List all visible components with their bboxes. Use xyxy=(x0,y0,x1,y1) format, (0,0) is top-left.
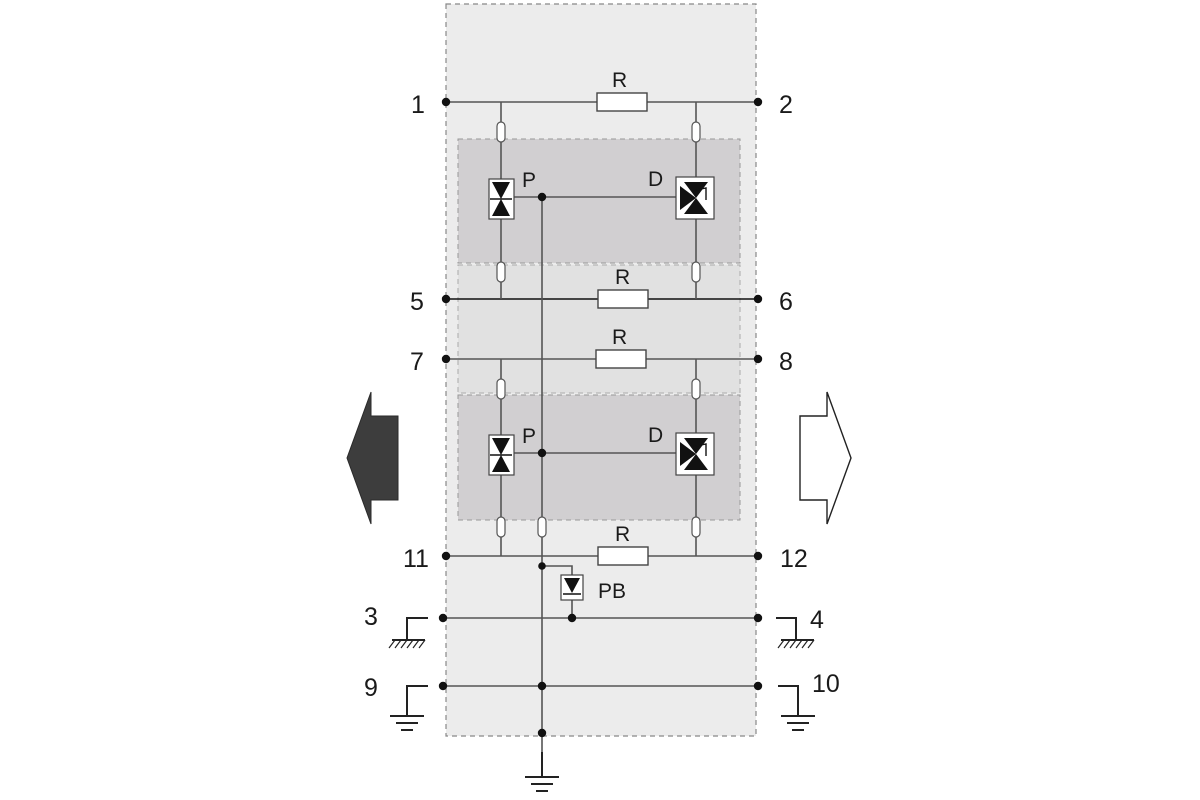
resistor-label-top: R xyxy=(612,69,627,92)
pb-diode-icon xyxy=(560,574,584,601)
terminal-dot-3 xyxy=(438,613,448,623)
terminal-dot-10 xyxy=(753,681,763,691)
resistor-5-6 xyxy=(597,289,649,309)
terminal-label-3: 3 xyxy=(364,603,378,631)
terminal-label-8: 8 xyxy=(779,348,793,376)
pin xyxy=(496,121,506,143)
p-diode-lower-icon xyxy=(488,434,515,476)
earth-ground-icon xyxy=(525,752,559,792)
junction-p-lower xyxy=(537,448,547,458)
terminal-label-6: 6 xyxy=(779,288,793,316)
resistor-label-5-6: R xyxy=(615,266,630,289)
terminal-label-7: 7 xyxy=(410,348,424,376)
terminal-label-5: 5 xyxy=(410,288,424,316)
resistor-bottom xyxy=(597,546,649,566)
pin xyxy=(537,516,547,538)
junction-dots xyxy=(438,97,763,738)
terminal-label-4: 4 xyxy=(810,606,824,634)
junction-pb xyxy=(538,562,546,570)
terminal-label-12: 12 xyxy=(780,545,808,573)
terminal-dot-6 xyxy=(753,294,763,304)
terminal-dot-2 xyxy=(753,97,763,107)
terminal-dot-1 xyxy=(441,97,451,107)
terminal-label-9: 9 xyxy=(364,674,378,702)
junction-bus-9-10 xyxy=(537,681,547,691)
d-diode-upper-icon xyxy=(675,176,715,220)
junction-p-upper xyxy=(537,192,547,202)
junction-bus-bottom xyxy=(537,728,547,738)
resistor-label-bottom: R xyxy=(615,523,630,546)
terminal-dot-8 xyxy=(753,354,763,364)
earth-ground-icon xyxy=(778,685,815,731)
terminal-label-11: 11 xyxy=(403,545,429,573)
pin xyxy=(691,516,701,538)
terminal-dot-12 xyxy=(753,551,763,561)
pin xyxy=(496,261,506,283)
wire-pb-branch xyxy=(542,565,573,578)
contact-pins xyxy=(496,121,701,538)
pin xyxy=(691,261,701,283)
pin xyxy=(496,516,506,538)
terminal-label-2: 2 xyxy=(779,91,793,119)
p-diode-upper-icon xyxy=(488,178,515,220)
terminal-dot-4 xyxy=(753,613,763,623)
earth-ground-icon xyxy=(390,685,428,731)
d-label-upper: D xyxy=(648,168,663,191)
pin xyxy=(691,378,701,400)
chassis-ground-icon xyxy=(388,617,428,649)
terminal-dot-5 xyxy=(441,294,451,304)
arrow-left-filled-icon xyxy=(346,391,399,525)
terminal-label-1: 1 xyxy=(411,91,425,119)
p-label-upper: P xyxy=(522,169,536,192)
pb-label: PB xyxy=(598,580,626,603)
resistor-7-8 xyxy=(595,349,647,369)
p-label-lower: P xyxy=(522,425,536,448)
terminal-dot-7 xyxy=(441,354,451,364)
resistor-top xyxy=(596,92,648,112)
resistor-label-7-8: R xyxy=(612,326,627,349)
d-label-lower: D xyxy=(648,424,663,447)
chassis-ground-icon xyxy=(776,617,815,649)
terminal-dot-11 xyxy=(441,551,451,561)
terminal-dot-9 xyxy=(438,681,448,691)
terminal-label-10: 10 xyxy=(812,670,840,698)
pin xyxy=(691,121,701,143)
middle-section-panel xyxy=(457,264,741,394)
d-diode-lower-icon xyxy=(675,432,715,476)
junction-pb-ground xyxy=(567,613,577,623)
pin xyxy=(496,378,506,400)
arrow-right-outline-icon xyxy=(799,391,852,525)
